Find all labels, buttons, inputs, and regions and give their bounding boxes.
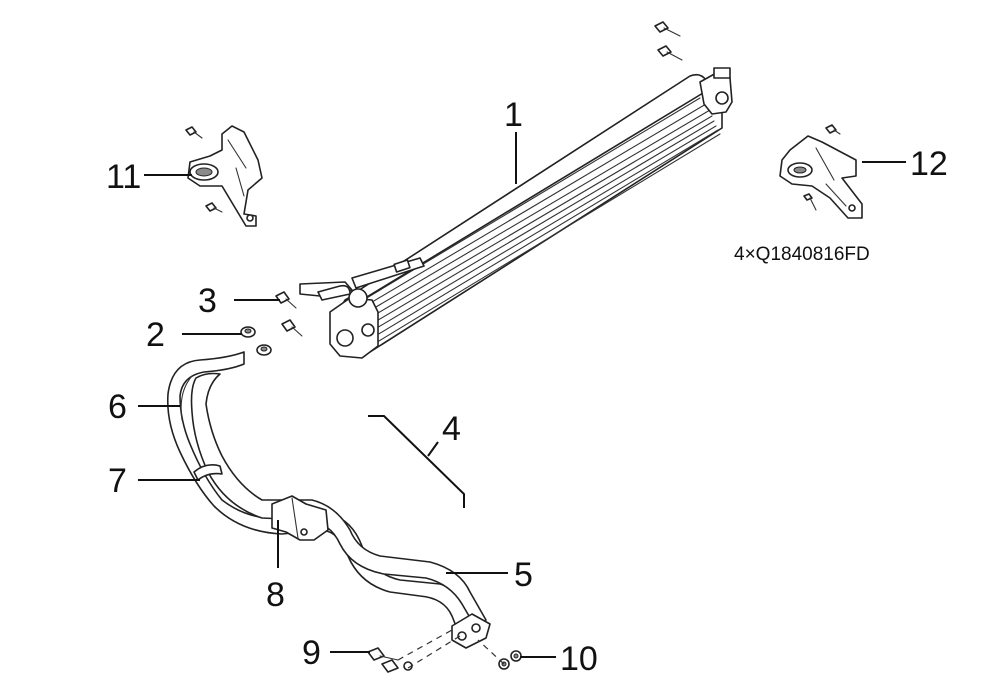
washer-part-10	[510, 650, 522, 662]
callout-8: 8	[266, 576, 285, 614]
callout-2: 2	[146, 316, 165, 354]
cooler-top-bolt	[654, 21, 681, 37]
right-bracket-bolt	[825, 124, 841, 135]
callout-9: 9	[302, 634, 321, 672]
left-bracket-bolt	[185, 126, 203, 139]
callout-10: 10	[560, 640, 598, 678]
right-bracket-bolt	[803, 193, 817, 211]
cooler-top-bolt	[657, 45, 683, 61]
oil-cooler-hose	[166, 351, 473, 637]
assembly-line	[397, 629, 453, 661]
callout-11: 11	[106, 158, 141, 196]
nut-part-2	[256, 344, 272, 356]
callout-1: 1	[504, 96, 523, 134]
callout-12: 12	[910, 145, 948, 183]
pipe-end-fitting	[451, 613, 491, 649]
callout-7: 7	[108, 462, 127, 500]
bolt-part-9	[367, 647, 399, 661]
leader-lines	[138, 132, 906, 658]
callout-6: 6	[108, 388, 127, 426]
nut-part-2	[240, 326, 256, 338]
bolt-part-9	[381, 659, 413, 673]
callout-5: 5	[514, 556, 533, 594]
callout-3: 3	[198, 282, 217, 320]
oil-cooler-core	[299, 67, 733, 359]
assembly-line	[477, 639, 505, 665]
bolt-spec-note: 4×Q1840816FD	[734, 244, 870, 265]
oil-cooler-pipe	[190, 372, 487, 629]
bolt-part-3	[281, 319, 303, 337]
left-mounting-bracket	[187, 125, 263, 227]
right-mounting-bracket	[779, 135, 863, 219]
callout-4: 4	[442, 410, 461, 448]
hose-clip	[193, 464, 223, 481]
left-bracket-bolt	[205, 202, 223, 213]
